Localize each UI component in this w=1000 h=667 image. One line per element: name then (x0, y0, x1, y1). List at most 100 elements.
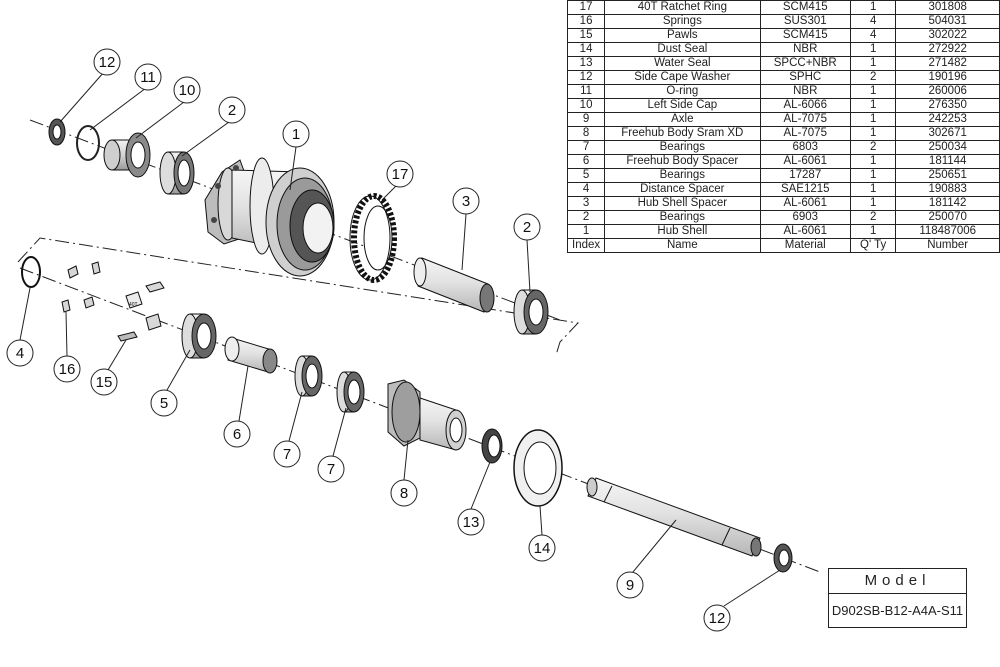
cell-material: SPHC (759, 70, 851, 85)
cell-number: 181144 (895, 154, 1000, 169)
part-4-distance-spacer (21, 256, 41, 288)
pawl-marking-text: 40T (129, 302, 138, 308)
cell-qty: 2 (849, 210, 897, 225)
part-10-left-side-cap (103, 132, 151, 178)
part-2-bearing-upper (159, 151, 195, 195)
cell-name: O-ring (604, 84, 761, 99)
callout-3: 3 (452, 187, 480, 215)
part-1-hub-shell (204, 157, 335, 277)
callout-7-first-label: 7 (283, 446, 291, 463)
model-value: D902SB-B12-A4A-S11 (831, 603, 964, 618)
cell-name: Bearings (604, 210, 761, 225)
part-5-bearing (181, 313, 217, 359)
parts-table-header-row: Index Name Material Q' Ty Number (566, 238, 1000, 253)
cell-number: 302022 (895, 28, 1000, 43)
cell-index: 4 (566, 182, 606, 197)
cell-number: 276350 (895, 98, 1000, 113)
cell-number: 181142 (895, 196, 1000, 211)
cell-name: Left Side Cap (604, 98, 761, 113)
callout-1: 1 (282, 120, 310, 148)
cell-qty: 1 (849, 182, 897, 197)
cell-qty: 1 (849, 154, 897, 169)
cell-index: 8 (566, 126, 606, 141)
callout-9-label: 9 (626, 577, 634, 594)
part-6-freehub-body-spacer (224, 336, 278, 374)
callout-15: 15 (90, 368, 118, 396)
callout-14-label: 14 (534, 540, 551, 557)
cell-index: 7 (566, 140, 606, 155)
cell-name: Pawls (604, 28, 761, 43)
callout-12-lower: 12 (703, 604, 731, 632)
part-14-dust-seal (513, 429, 563, 507)
cell-material: NBR (759, 42, 851, 57)
callout-17-label: 17 (392, 166, 409, 183)
cell-number: 260006 (895, 84, 1000, 99)
cell-number: 190196 (895, 70, 1000, 85)
cell-qty: 1 (849, 168, 897, 183)
cell-name: Springs (604, 14, 761, 29)
callout-5: 5 (150, 389, 178, 417)
cell-name: 40T Ratchet Ring (604, 0, 761, 15)
model-box: Model D902SB-B12-A4A-S11 (828, 568, 967, 628)
cell-material: AL-7075 (759, 126, 851, 141)
callout-2-right-label: 2 (523, 219, 531, 236)
cell-material: AL-6061 (759, 224, 851, 239)
header-number: Number (895, 238, 1000, 253)
cell-material: SAE1215 (759, 182, 851, 197)
cell-qty: 4 (849, 14, 897, 29)
cell-number: 271482 (895, 56, 1000, 71)
cell-name: Side Cape Washer (604, 70, 761, 85)
part-7-bearing-second (336, 371, 365, 413)
cell-material: SPCC+NBR (759, 56, 851, 71)
cell-name: Distance Spacer (604, 182, 761, 197)
part-13-water-seal (481, 428, 503, 464)
callout-7-second-label: 7 (327, 461, 335, 478)
cell-material: 6903 (759, 210, 851, 225)
cell-material: AL-6061 (759, 196, 851, 211)
cell-index: 14 (566, 42, 606, 57)
callout-9: 9 (616, 571, 644, 599)
callout-1-label: 1 (292, 126, 300, 143)
header-name: Name (604, 238, 761, 253)
cell-number: 302671 (895, 126, 1000, 141)
callout-12-upper: 12 (93, 48, 121, 76)
sub-assembly-guide-line (17, 237, 580, 356)
callout-11-label: 11 (140, 69, 156, 86)
header-material: Material (759, 238, 851, 253)
cell-material: 6803 (759, 140, 851, 155)
cell-material: SCM415 (759, 28, 851, 43)
cell-number: 301808 (895, 0, 1000, 15)
cell-qty: 1 (849, 112, 897, 127)
cell-name: Bearings (604, 168, 761, 183)
cell-qty: 2 (849, 70, 897, 85)
cell-index: 13 (566, 56, 606, 71)
cell-index: 16 (566, 14, 606, 29)
cell-number: 504031 (895, 14, 1000, 29)
cell-number: 272922 (895, 42, 1000, 57)
cell-qty: 1 (849, 196, 897, 211)
cell-index: 3 (566, 196, 606, 211)
part-15-pawls: 40T (117, 281, 165, 342)
cell-material: 17287 (759, 168, 851, 183)
callout-3-label: 3 (462, 193, 470, 210)
callout-7-first: 7 (273, 440, 301, 468)
callout-13: 13 (457, 508, 485, 536)
callout-5-label: 5 (160, 395, 168, 412)
part-11-o-ring (76, 125, 100, 161)
cell-material: SCM415 (759, 0, 851, 15)
header-index: Index (566, 238, 606, 253)
